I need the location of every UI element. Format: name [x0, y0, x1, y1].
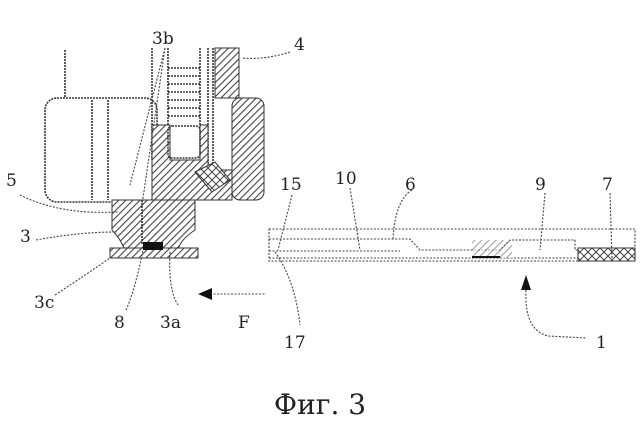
- sleeve-4: [215, 48, 239, 98]
- hex-nut: [45, 98, 157, 202]
- label-9: 9: [535, 175, 546, 195]
- reference-labels: 3b 4 5 3 3c 8 3a F 15 10 6 9 7 17 1: [6, 29, 613, 353]
- nut-section: [232, 98, 264, 200]
- label-1: 1: [596, 333, 607, 353]
- label-15: 15: [280, 175, 302, 195]
- label-17: 17: [284, 333, 306, 353]
- end-7: [578, 248, 635, 261]
- label-5: 5: [6, 171, 17, 191]
- valve-body: [152, 125, 232, 200]
- label-7: 7: [602, 175, 613, 195]
- strip-1: [269, 229, 635, 338]
- spring: [168, 68, 200, 116]
- label-3b: 3b: [152, 29, 174, 49]
- label-3c: 3c: [34, 293, 54, 313]
- figure-caption: Фиг. 3: [274, 388, 366, 421]
- label-3a: 3a: [160, 313, 181, 333]
- seal-8: [143, 242, 163, 250]
- label-10: 10: [335, 169, 357, 189]
- label-8: 8: [114, 313, 125, 333]
- arrow-1: [521, 275, 587, 338]
- label-4: 4: [294, 35, 305, 55]
- label-3: 3: [20, 227, 31, 247]
- label-F: F: [238, 313, 250, 333]
- force-arrow-F: [198, 288, 266, 300]
- label-6: 6: [405, 175, 416, 195]
